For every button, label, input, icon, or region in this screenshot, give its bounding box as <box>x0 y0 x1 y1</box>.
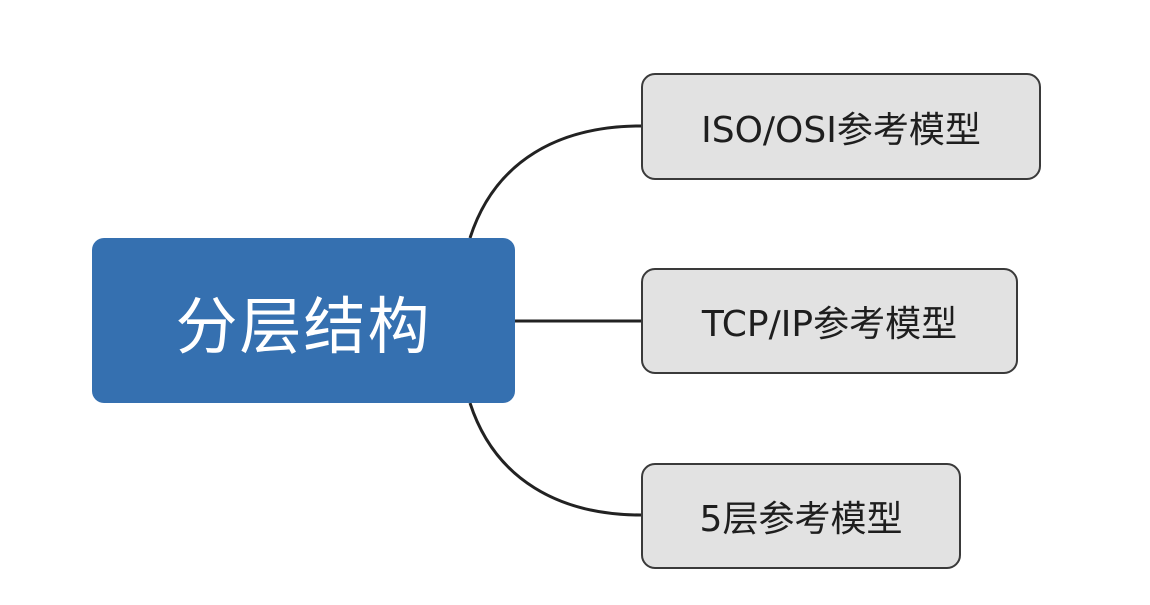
connector-to-iso-osi <box>468 124 642 239</box>
child-node-label: TCP/IP参考模型 <box>701 304 958 345</box>
root-node-label: 分层结构 <box>175 289 432 363</box>
child-node-tcp-ip-model[interactable]: TCP/IP参考模型 <box>641 268 1018 374</box>
child-node-label: 5层参考模型 <box>699 499 903 540</box>
root-node-layered-architecture[interactable]: 分层结构 <box>92 238 515 403</box>
child-node-label: ISO/OSI参考模型 <box>701 109 981 151</box>
child-node-5-layer-model[interactable]: 5层参考模型 <box>641 463 961 569</box>
connector-to-5-layer <box>468 402 642 517</box>
child-node-iso-osi-model[interactable]: ISO/OSI参考模型 <box>641 73 1041 180</box>
